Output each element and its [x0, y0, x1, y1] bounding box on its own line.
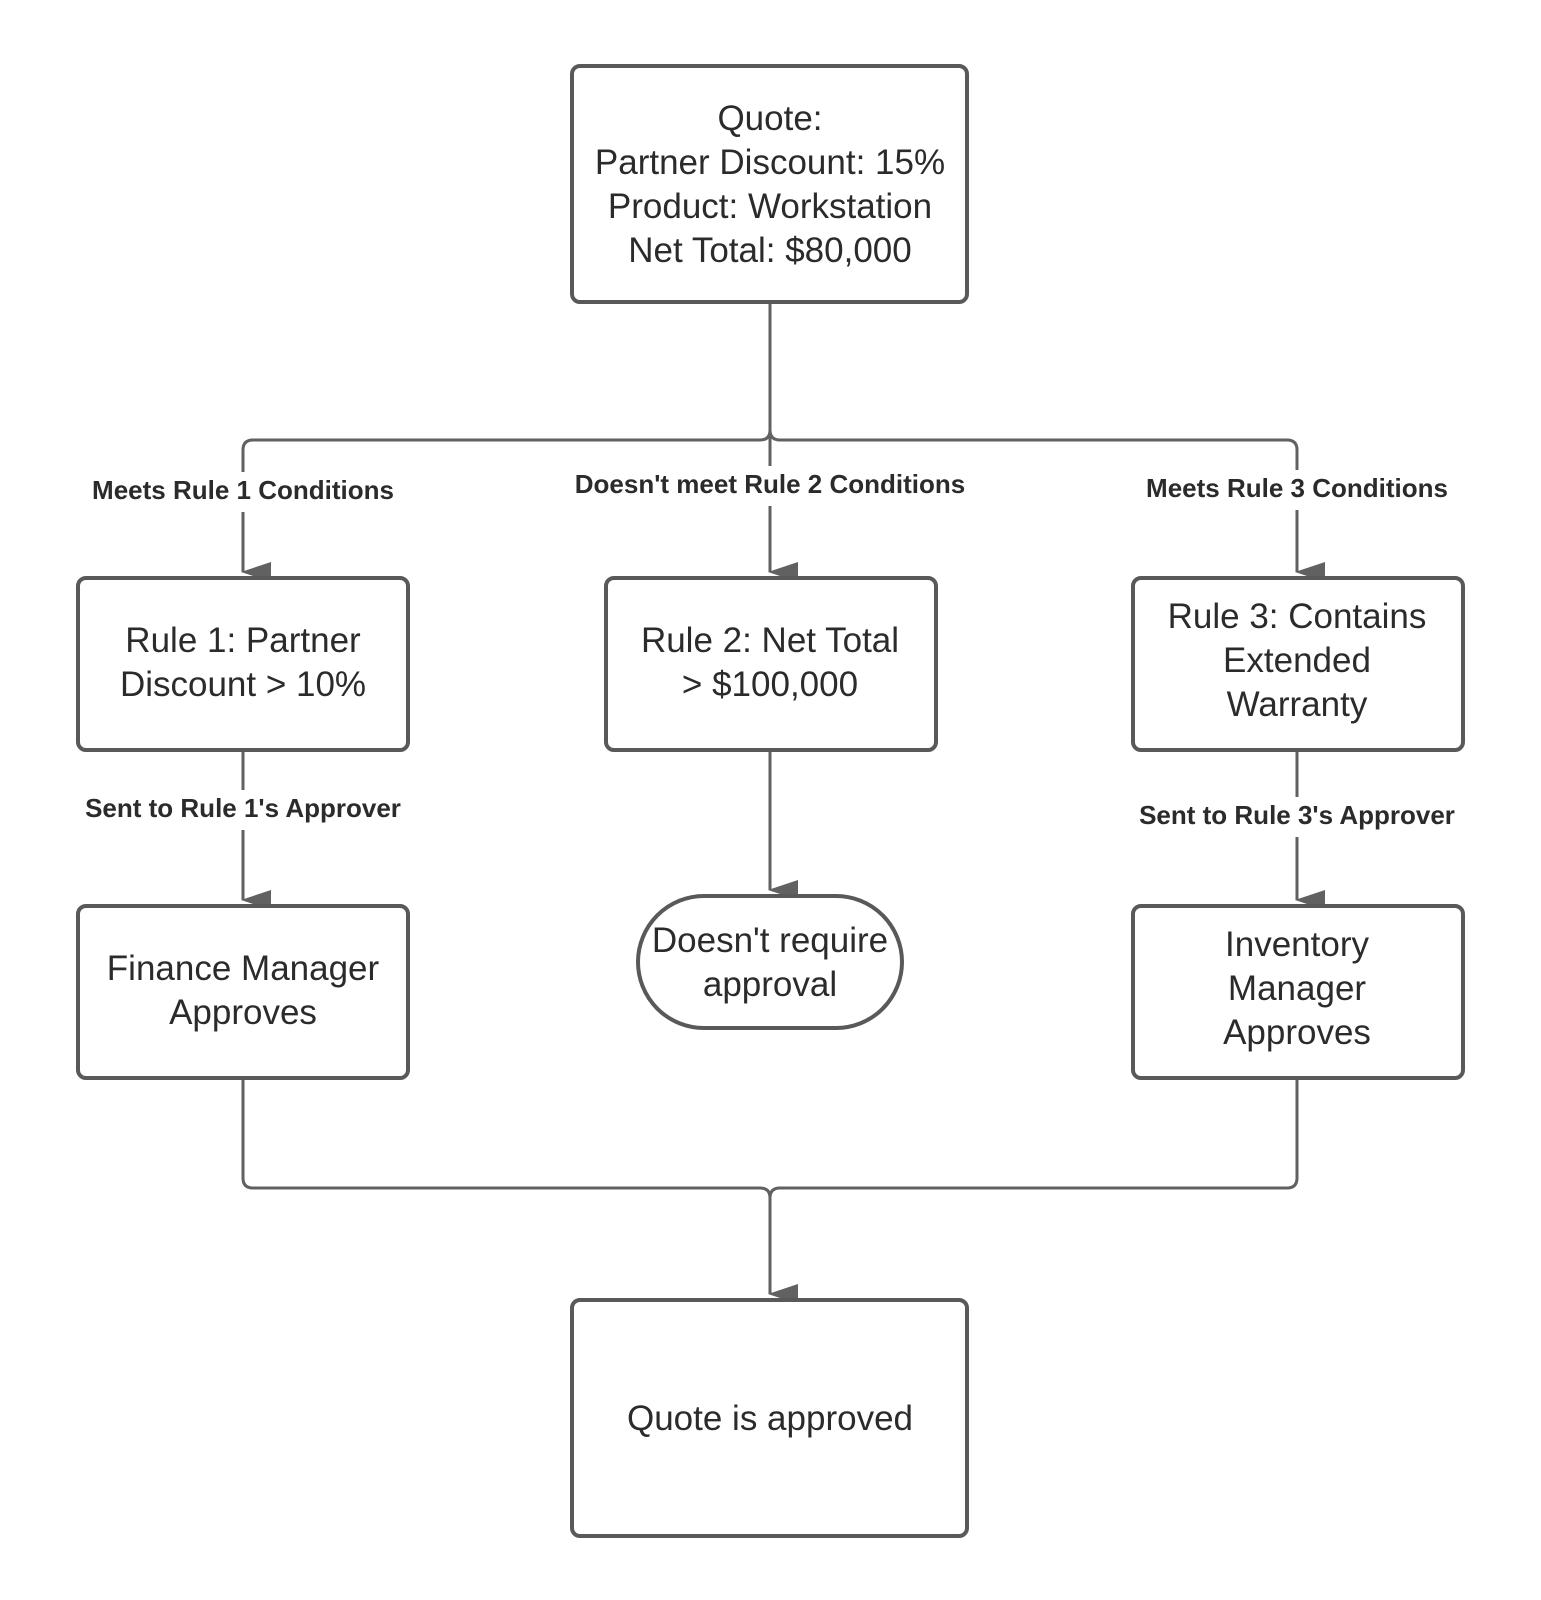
- node-quote-approved: Quote is approved: [570, 1298, 969, 1538]
- edge-label-not-meet-rule2: Doesn't meet Rule 2 Conditions: [548, 466, 992, 506]
- connector-inventory-to-merge: [768, 1078, 1299, 1199]
- edge-label-sent-rule1: Sent to Rule 1's Approver: [60, 790, 426, 830]
- node-text-line: > $100,000: [682, 665, 858, 704]
- node-no-approval-text: Doesn't require approval: [652, 921, 888, 1004]
- edge-label-meets-rule3: Meets Rule 3 Conditions: [1124, 470, 1470, 510]
- node-text-line: Doesn't require: [652, 921, 888, 960]
- connector-split-to-rule3: [768, 429, 1325, 582]
- node-text-line: Product: Workstation: [608, 187, 932, 226]
- node-quote: Quote: Partner Discount: 15% Product: Work…: [570, 64, 969, 304]
- edge-label-sent-rule1-text: Sent to Rule 1's Approver: [85, 793, 401, 823]
- edge-label-meets-rule3-text: Meets Rule 3 Conditions: [1146, 473, 1448, 503]
- node-text-line: Inventory: [1225, 925, 1369, 964]
- node-rule2-text: Rule 2: Net Total > $100,000: [641, 621, 899, 704]
- node-text-line: Finance Manager: [107, 949, 380, 988]
- node-text-line: Warranty: [1227, 685, 1368, 724]
- node-rule2: Rule 2: Net Total > $100,000: [604, 576, 938, 752]
- node-text-line: Approves: [169, 993, 317, 1032]
- node-text-line: Quote:: [717, 99, 822, 138]
- node-text-line: Partner Discount: 15%: [595, 143, 945, 182]
- edge-label-sent-rule3-text: Sent to Rule 3's Approver: [1139, 800, 1455, 830]
- edge-label-not-meet-rule2-text: Doesn't meet Rule 2 Conditions: [575, 469, 965, 499]
- node-quote-approved-text: Quote is approved: [627, 1399, 913, 1438]
- node-text-line: Rule 2: Net Total: [641, 621, 899, 660]
- node-text-line: Approves: [1223, 1013, 1371, 1052]
- edge-labels: Meets Rule 1 Conditions Doesn't meet Rul…: [60, 466, 1480, 837]
- node-text-line: Rule 1: Partner: [125, 621, 361, 660]
- edge-label-sent-rule3: Sent to Rule 3's Approver: [1114, 797, 1480, 837]
- node-text-line: Net Total: $80,000: [628, 231, 911, 270]
- node-text-line: Manager: [1228, 969, 1366, 1008]
- node-text-line: Discount > 10%: [120, 665, 366, 704]
- node-text-line: Rule 3: Contains: [1168, 597, 1427, 636]
- edge-label-meets-rule1-text: Meets Rule 1 Conditions: [92, 475, 394, 505]
- node-quote-text: Quote: Partner Discount: 15% Product: Work…: [595, 99, 945, 270]
- node-text-line: Extended: [1223, 641, 1371, 680]
- node-no-approval: Doesn't require approval: [636, 894, 904, 1030]
- connector-finance-to-merge: [241, 1078, 772, 1199]
- node-text-line: approval: [703, 965, 837, 1004]
- node-text-line: Quote is approved: [627, 1399, 913, 1438]
- edge-label-meets-rule1: Meets Rule 1 Conditions: [70, 472, 416, 512]
